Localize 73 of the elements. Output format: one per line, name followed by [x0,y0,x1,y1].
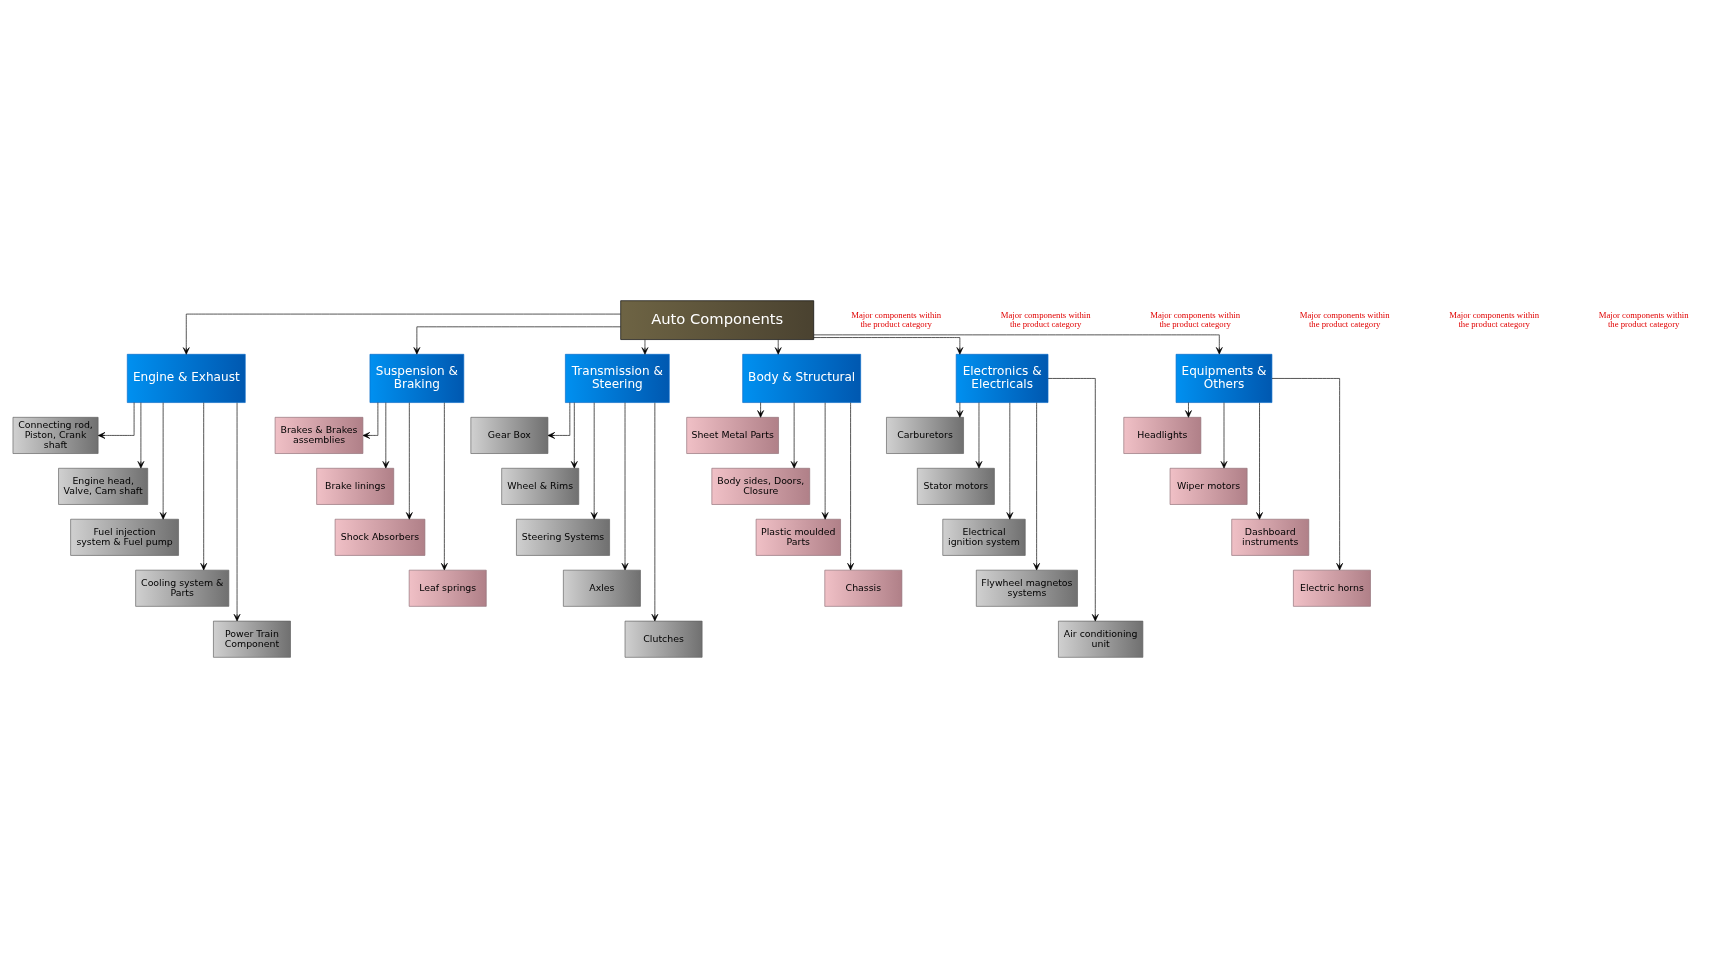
node-box: Dashboard instruments [1231,518,1310,556]
node-box: Gear Box [470,416,549,454]
node-box: Body sides, Doors, Closure [711,467,811,505]
node-box: Shock Absorbers [334,518,426,556]
label: Major components within the product category [1299,309,1390,329]
node-box: Electric horns [1293,569,1371,607]
node-box: Steering Systems [516,518,610,556]
label: Major components within the product category [851,309,942,329]
node-box: Electronics & Electricals [955,353,1049,403]
arrow [441,401,448,570]
arrow [1256,401,1263,520]
arrow [790,401,798,468]
arrow [621,401,629,570]
node-box: Engine head, Valve, Cam shaft [58,467,149,505]
arrow [1185,401,1192,418]
arrow [847,401,854,570]
node-box: Flywheel magnetos systems [975,569,1078,607]
arrow [200,401,208,570]
node-box: Power Train Component [213,620,291,658]
arrow [382,401,390,468]
arrow [547,401,571,439]
arrow [1220,401,1228,468]
label: Major components within the product category [1598,309,1689,329]
arrow [821,401,829,520]
node-box: Stator motors [916,467,995,505]
arrow [406,401,413,520]
arrow [1006,401,1014,520]
arrow [570,401,578,468]
arrow [413,326,621,354]
label: Major components within the product category [1150,309,1241,329]
arrow [137,401,145,468]
node-box: Cooling system & Parts [135,569,230,607]
arrow [233,401,241,621]
node-box: Equipments & Others [1175,353,1273,403]
arrow [1047,377,1099,621]
arrow [774,339,782,355]
node-box: Brake linings [316,467,395,505]
node-box: Auto Components [620,299,815,340]
node-box: Clutches [624,620,703,658]
arrow [1271,377,1343,570]
arrow [641,339,649,355]
node-box: Transmission & Steering [565,353,670,403]
arrow [97,401,135,439]
node-box: Brakes & Brakes assemblies [274,416,364,454]
node-box: Headlights [1123,416,1202,454]
node-box: Engine & Exhaust [126,353,246,403]
node-box: Leaf springs [408,569,487,607]
arrow [813,334,1223,354]
arrow [590,401,598,520]
node-box: Fuel injection system & Fuel pump [70,518,179,556]
node-box: Electrical ignition system [942,518,1026,556]
arrow [757,401,764,418]
node-box: Chassis [824,569,903,607]
arrow [362,401,379,439]
label: Major components within the product category [1449,309,1540,329]
arrow [956,401,964,418]
node-box: Plastic moulded Parts [755,518,841,556]
node-box: Sheet Metal Parts [686,416,779,454]
arrow [182,313,621,355]
node-box: Wiper motors [1169,467,1248,505]
node-box: Connecting rod, Piston, Crank shaft [12,416,99,454]
node-box: Carburetors [886,416,964,454]
arrow [159,401,167,520]
node-box: Body & Structural [742,353,861,403]
node-box: Wheel & Rims [501,467,580,505]
arrow [975,401,983,468]
node-box: Air conditioning unit [1058,620,1144,658]
arrow [813,336,964,354]
label: Major components within the product category [1000,309,1091,329]
arrow [1033,401,1040,570]
arrow [651,401,659,621]
node-box: Suspension & Braking [369,353,465,403]
node-box: Axles [563,569,641,607]
